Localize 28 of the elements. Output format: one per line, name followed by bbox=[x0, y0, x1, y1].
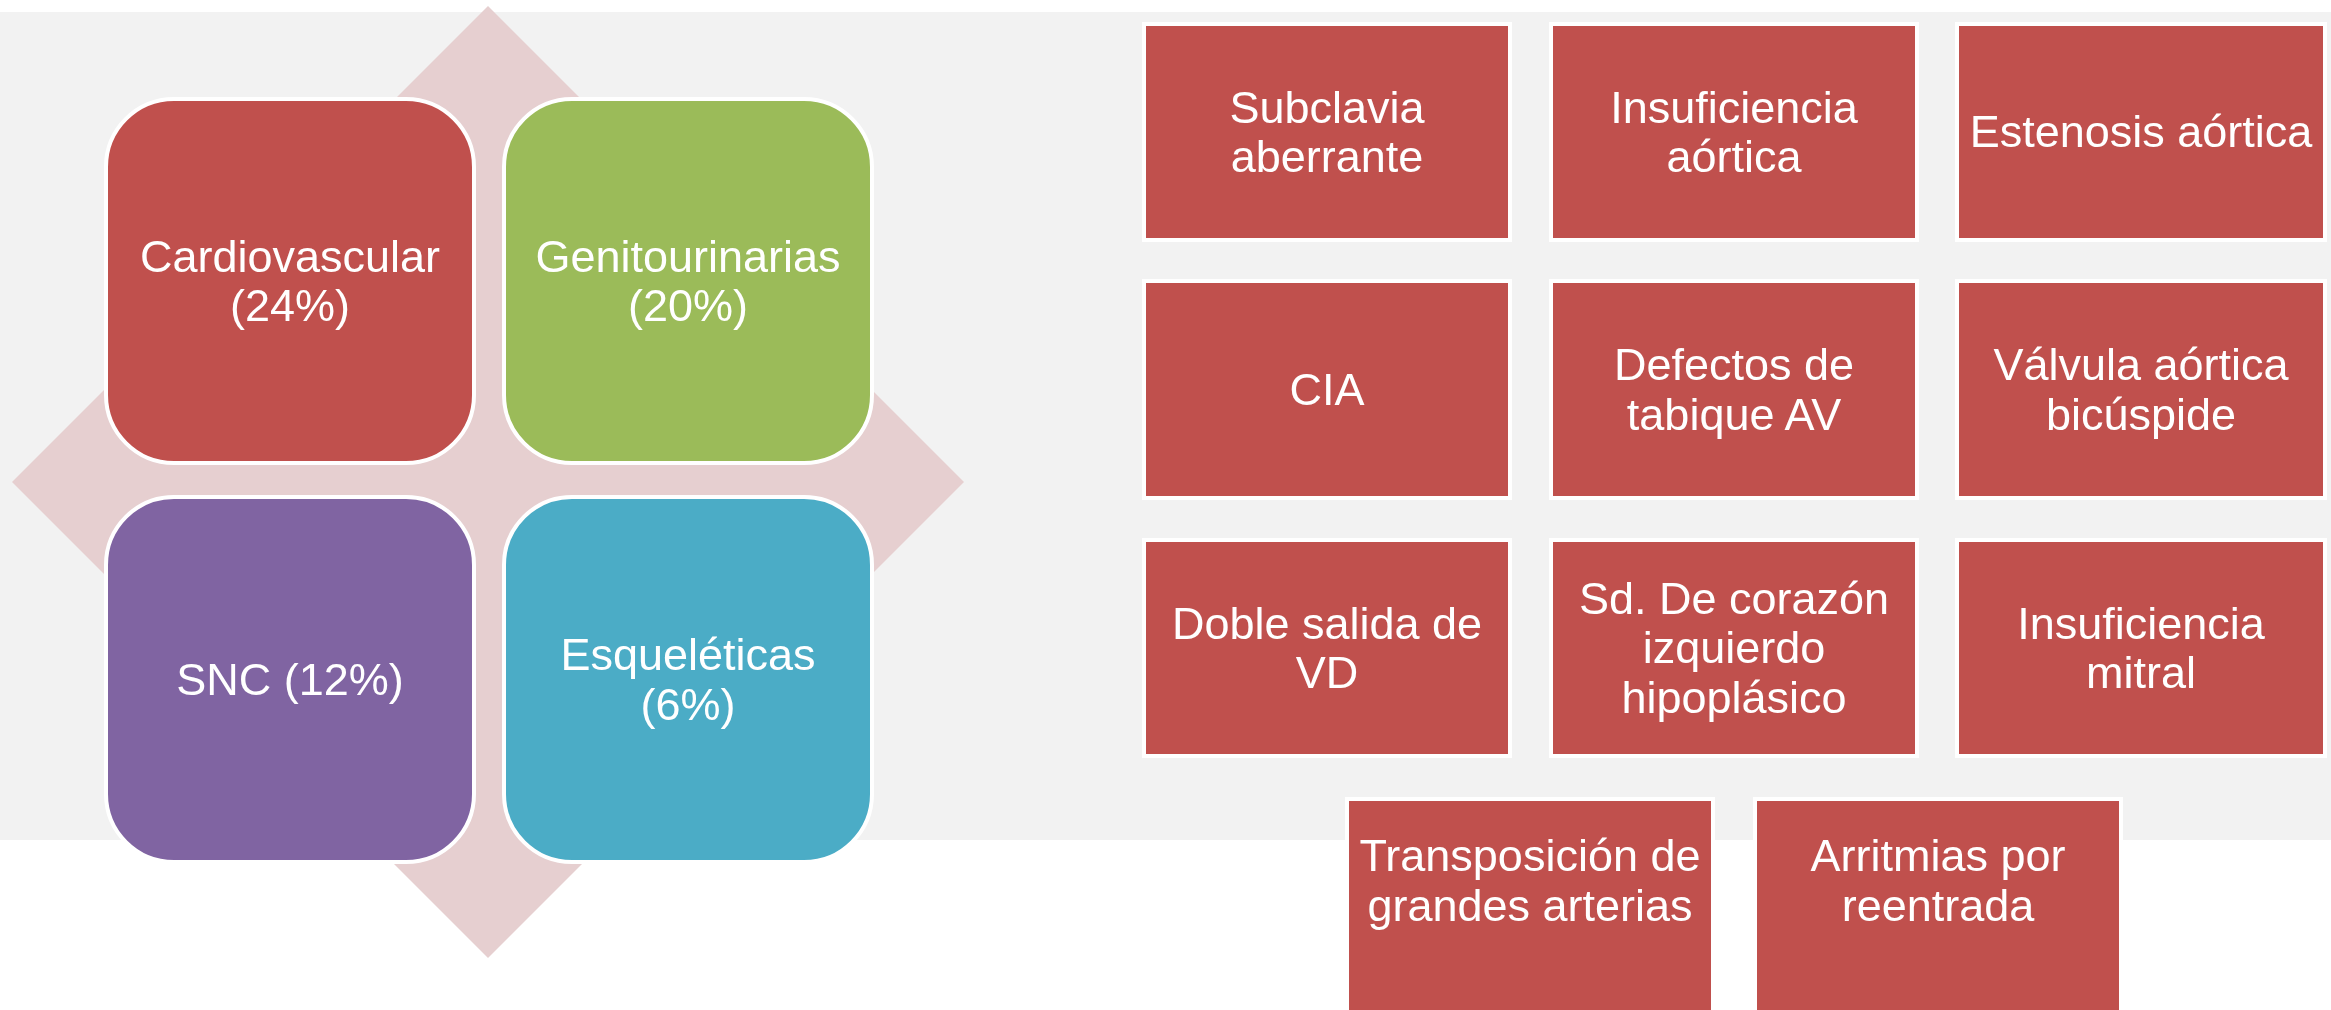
condition-box bbox=[1142, 279, 1512, 500]
category-label: Cardiovascular (24%) bbox=[138, 231, 442, 331]
category-box bbox=[502, 97, 874, 465]
category-label: Genitourinarias (20%) bbox=[534, 231, 842, 331]
condition-label: CIA bbox=[1289, 364, 1365, 415]
condition-box bbox=[1549, 22, 1919, 242]
category-label: SNC (12%) bbox=[176, 654, 404, 705]
condition-box bbox=[1549, 538, 1919, 758]
condition-label: Insuficiencia aórtica bbox=[1609, 82, 1859, 182]
condition-label: Subclavia aberrante bbox=[1228, 82, 1426, 182]
condition-box bbox=[1955, 22, 2327, 242]
condition-label: Insuficiencia mitral bbox=[2016, 598, 2266, 698]
category-box bbox=[104, 97, 476, 465]
category-label: Esqueléticas (6%) bbox=[559, 630, 817, 729]
condition-label: Sd. De corazón izquierdo hipoplásico bbox=[1577, 573, 1891, 723]
condition-box bbox=[1955, 279, 2327, 500]
condition-label: Transposición de grandes arterias bbox=[1359, 831, 1701, 930]
category-box bbox=[104, 495, 476, 864]
condition-box bbox=[1549, 279, 1919, 500]
condition-label: Válvula aórtica bicúspide bbox=[1992, 340, 2290, 439]
category-box bbox=[502, 495, 874, 864]
condition-label: Doble salida de VD bbox=[1170, 598, 1484, 698]
condition-label: Arritmias por reentrada bbox=[1809, 831, 2067, 930]
condition-box bbox=[1142, 538, 1512, 758]
condition-label: Defectos de tabique AV bbox=[1612, 340, 1856, 439]
condition-box bbox=[1142, 22, 1512, 242]
condition-label: Estenosis aórtica bbox=[1969, 107, 2313, 157]
condition-box bbox=[1955, 538, 2327, 758]
